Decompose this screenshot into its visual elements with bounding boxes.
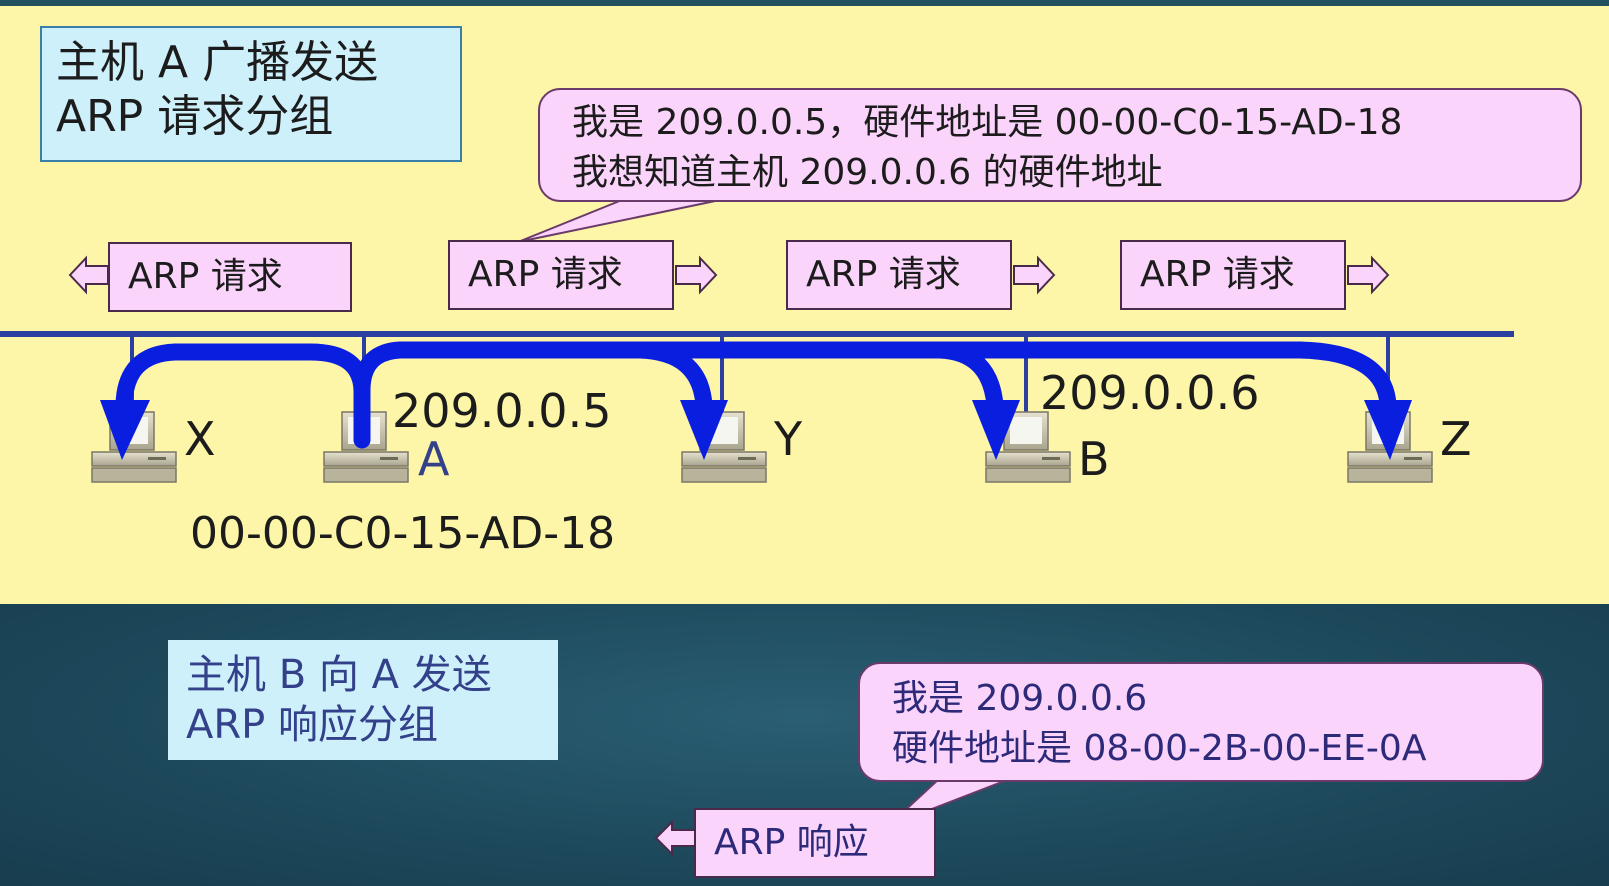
request-bubble: 我是 209.0.0.5，硬件地址是 00-00-C0-15-AD-18 我想知… bbox=[538, 88, 1582, 202]
reply-title-line2: ARP 响应分组 bbox=[186, 702, 438, 748]
arrowhead-z bbox=[1364, 400, 1412, 460]
host-b-label: B bbox=[1078, 432, 1110, 486]
arrowhead-y bbox=[680, 400, 728, 460]
host-b-ip: 209.0.0.6 bbox=[1040, 366, 1260, 420]
request-title-line1: 主机 A 广播发送 bbox=[56, 37, 379, 88]
broadcast-arrowheads bbox=[100, 400, 1412, 460]
host-y-label: Y bbox=[774, 412, 803, 466]
reply-bubble-line1: 我是 209.0.0.6 bbox=[892, 678, 1148, 719]
broadcast-to-b bbox=[931, 341, 1004, 414]
reply-bubble: 我是 209.0.0.6 硬件地址是 08-00-2B-00-EE-0A bbox=[858, 662, 1544, 782]
arp-request-packet: ARP 请求 bbox=[1120, 240, 1346, 310]
top-strip bbox=[0, 0, 1609, 6]
arrowhead-b bbox=[972, 400, 1020, 460]
host-x-label: X bbox=[184, 412, 216, 466]
broadcast-to-z bbox=[1291, 341, 1397, 414]
broadcast-to-x bbox=[115, 343, 371, 414]
host-a-label: A bbox=[418, 432, 450, 486]
broadcast-arrows bbox=[115, 341, 1397, 449]
request-bubble-tail bbox=[517, 199, 721, 243]
arp-request-packet: ARP 请求 bbox=[108, 242, 352, 312]
arrowhead-x bbox=[100, 400, 150, 460]
reply-bubble-line2: 硬件地址是 08-00-2B-00-EE-0A bbox=[892, 728, 1427, 769]
host-z-label: Z bbox=[1440, 412, 1472, 466]
host-a-ip: 209.0.0.5 bbox=[392, 384, 612, 438]
arp-request-packet: ARP 请求 bbox=[786, 240, 1012, 310]
host-a-mac: 00-00-C0-15-AD-18 bbox=[190, 508, 616, 559]
request-title-line2: ARP 请求分组 bbox=[56, 91, 334, 142]
arp-reply-packet: ARP 响应 bbox=[694, 808, 936, 878]
request-title: 主机 A 广播发送 ARP 请求分组 bbox=[40, 26, 462, 162]
request-bubble-line1: 我是 209.0.0.5，硬件地址是 00-00-C0-15-AD-18 bbox=[572, 102, 1403, 143]
left-arrow-icon bbox=[68, 255, 109, 295]
reply-title-line1: 主机 B 向 A 发送 bbox=[186, 652, 492, 698]
arp-request-packet: ARP 请求 bbox=[448, 240, 674, 310]
right-arrow-icon bbox=[1013, 255, 1056, 295]
left-arrow-icon bbox=[654, 819, 697, 857]
request-bubble-line2: 我想知道主机 209.0.0.6 的硬件地址 bbox=[572, 152, 1163, 193]
right-arrow-icon bbox=[675, 255, 718, 295]
broadcast-to-y bbox=[631, 341, 713, 414]
computer-b-icon bbox=[985, 411, 1071, 483]
right-arrow-icon bbox=[1347, 255, 1390, 295]
reply-title: 主机 B 向 A 发送 ARP 响应分组 bbox=[168, 640, 558, 760]
